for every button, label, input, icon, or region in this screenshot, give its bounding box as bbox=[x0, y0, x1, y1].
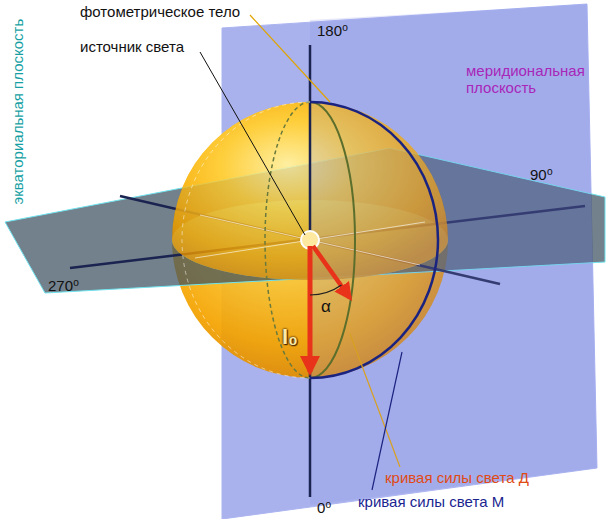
leader-line bbox=[350, 334, 400, 467]
angle-mark: 270⁰ bbox=[48, 277, 79, 294]
angle-mark: 90⁰ bbox=[530, 166, 553, 183]
leader-line bbox=[200, 52, 305, 235]
meridional-plane-front bbox=[310, 4, 597, 505]
curve-label: кривая силы света Д bbox=[385, 469, 529, 486]
intensity-arrow-i0 bbox=[308, 246, 313, 372]
angle-mark: 180⁰ bbox=[317, 22, 348, 39]
angle-mark: 0⁰ bbox=[317, 499, 331, 516]
callout-label: фотометрическое тело bbox=[80, 3, 240, 20]
vertical-axis bbox=[309, 45, 312, 497]
angle-arc bbox=[310, 285, 342, 295]
plane-label: меридиональная плоскость bbox=[466, 62, 606, 97]
callout-label: источник света bbox=[80, 38, 184, 55]
curve-m bbox=[310, 102, 438, 378]
plane-label: экваториальная плоскость bbox=[9, 19, 26, 205]
angle-symbol: α bbox=[321, 297, 331, 317]
intensity-symbol: I₀ bbox=[282, 324, 298, 349]
curve-label: кривая силы света М bbox=[358, 493, 504, 510]
curve-m-back bbox=[182, 102, 310, 378]
